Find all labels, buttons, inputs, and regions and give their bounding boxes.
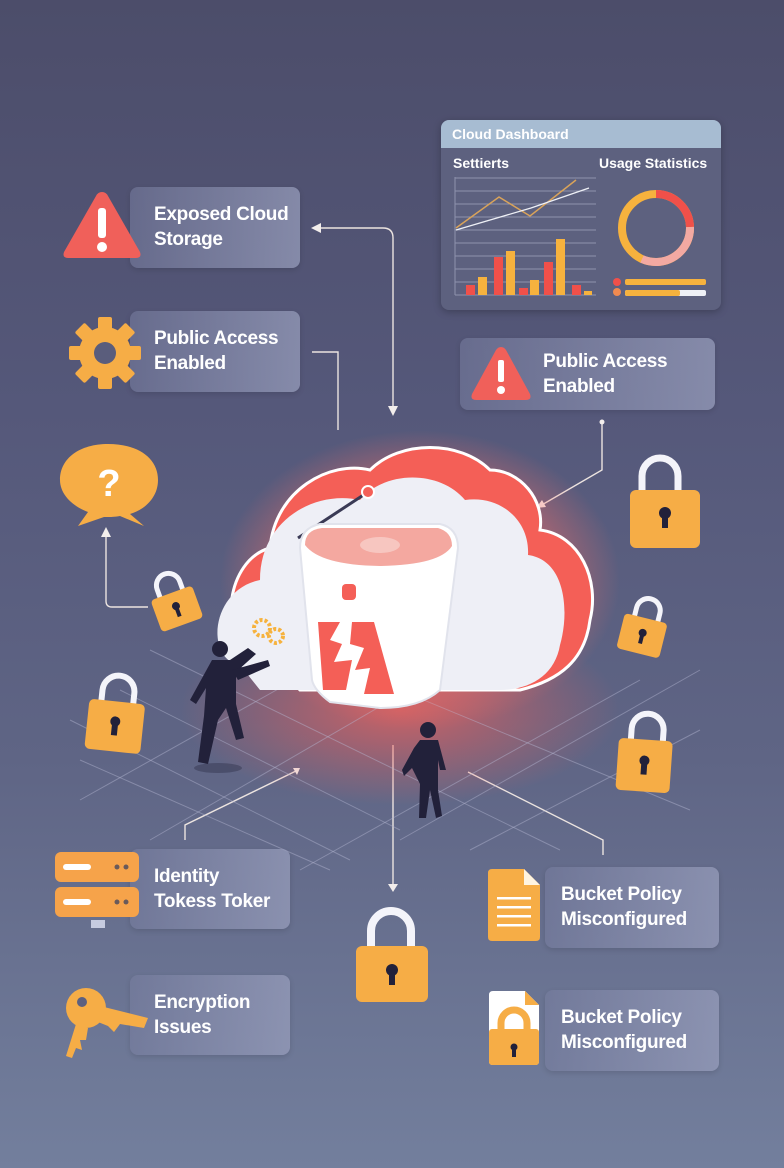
warning-triangle-icon [63,192,141,258]
padlock-icon [615,710,673,794]
svg-text:?: ? [97,463,120,505]
gear-icon [69,317,141,389]
padlock-icon [617,596,667,658]
bar-line-chart [454,177,596,296]
question-speech-bubble-icon: ? [60,444,158,526]
locked-document-icon [489,991,539,1065]
key-icon [66,988,148,1058]
donut-chart [613,190,706,296]
padlock-icon [356,907,428,1002]
dashboard-title: Cloud Dashboard [441,120,721,148]
document-icon [488,869,540,941]
padlock-icon [630,454,700,548]
padlock-icon [84,672,145,754]
warning-triangle-icon [471,347,531,400]
padlock-icon [151,570,203,632]
dashboard-left-heading: Settierts [453,155,510,171]
dashboard-right-heading: Usage Statistics [599,155,708,171]
server-icon [55,852,139,928]
cloud-dashboard-panel: Cloud Dashboard Settierts Usage Statisti… [441,120,721,310]
